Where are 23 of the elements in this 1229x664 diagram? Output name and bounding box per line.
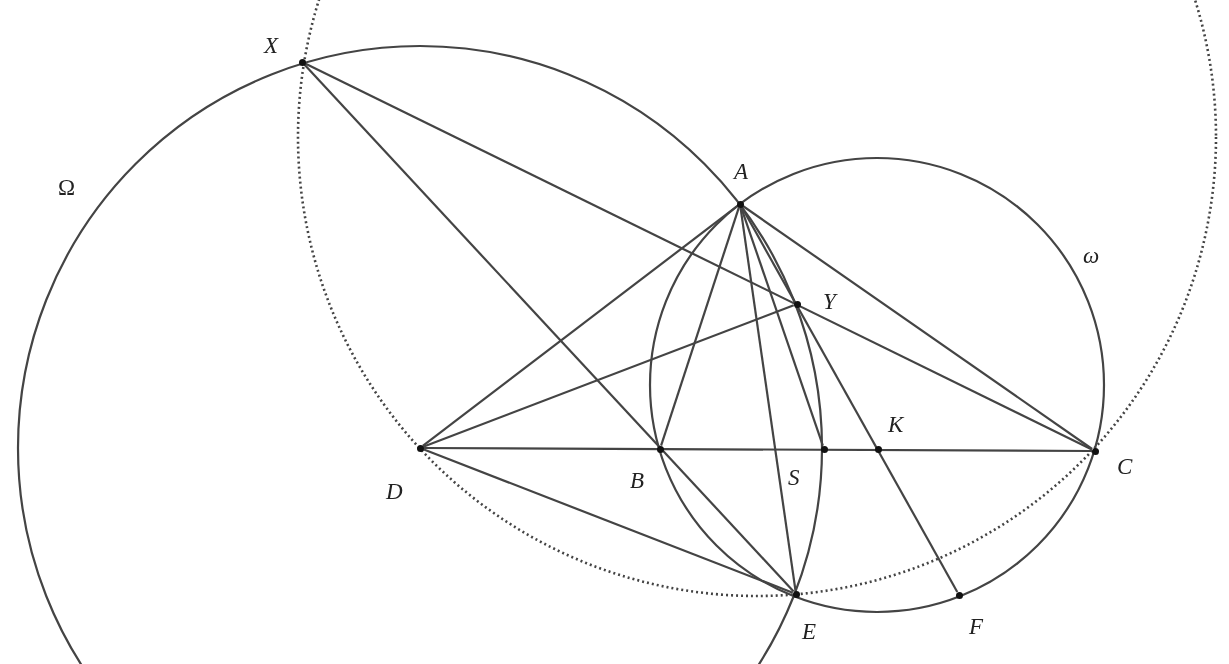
point-label: X (264, 34, 279, 58)
line-segment (422, 448, 794, 594)
point-label: C (1117, 455, 1133, 479)
line-segment (742, 205, 1093, 450)
line-segment (303, 63, 795, 593)
point-label: K (888, 413, 904, 437)
line-segment (422, 205, 738, 447)
point-label: F (969, 615, 984, 639)
line-segment (739, 207, 797, 591)
point-label: A (734, 160, 749, 184)
point-label: E (802, 620, 817, 644)
line-segment (740, 206, 824, 447)
circle-label: Ω (58, 176, 76, 200)
point-label: B (630, 469, 645, 493)
circle-label: ω (1083, 244, 1100, 268)
point-label: Y (823, 290, 836, 314)
line-segment (660, 207, 740, 446)
line-segment (423, 446, 1092, 453)
point-label: S (788, 466, 800, 490)
line-segment (740, 206, 959, 593)
line-segment (422, 304, 795, 448)
point-label: D (386, 480, 403, 504)
line-segment (304, 62, 1093, 451)
